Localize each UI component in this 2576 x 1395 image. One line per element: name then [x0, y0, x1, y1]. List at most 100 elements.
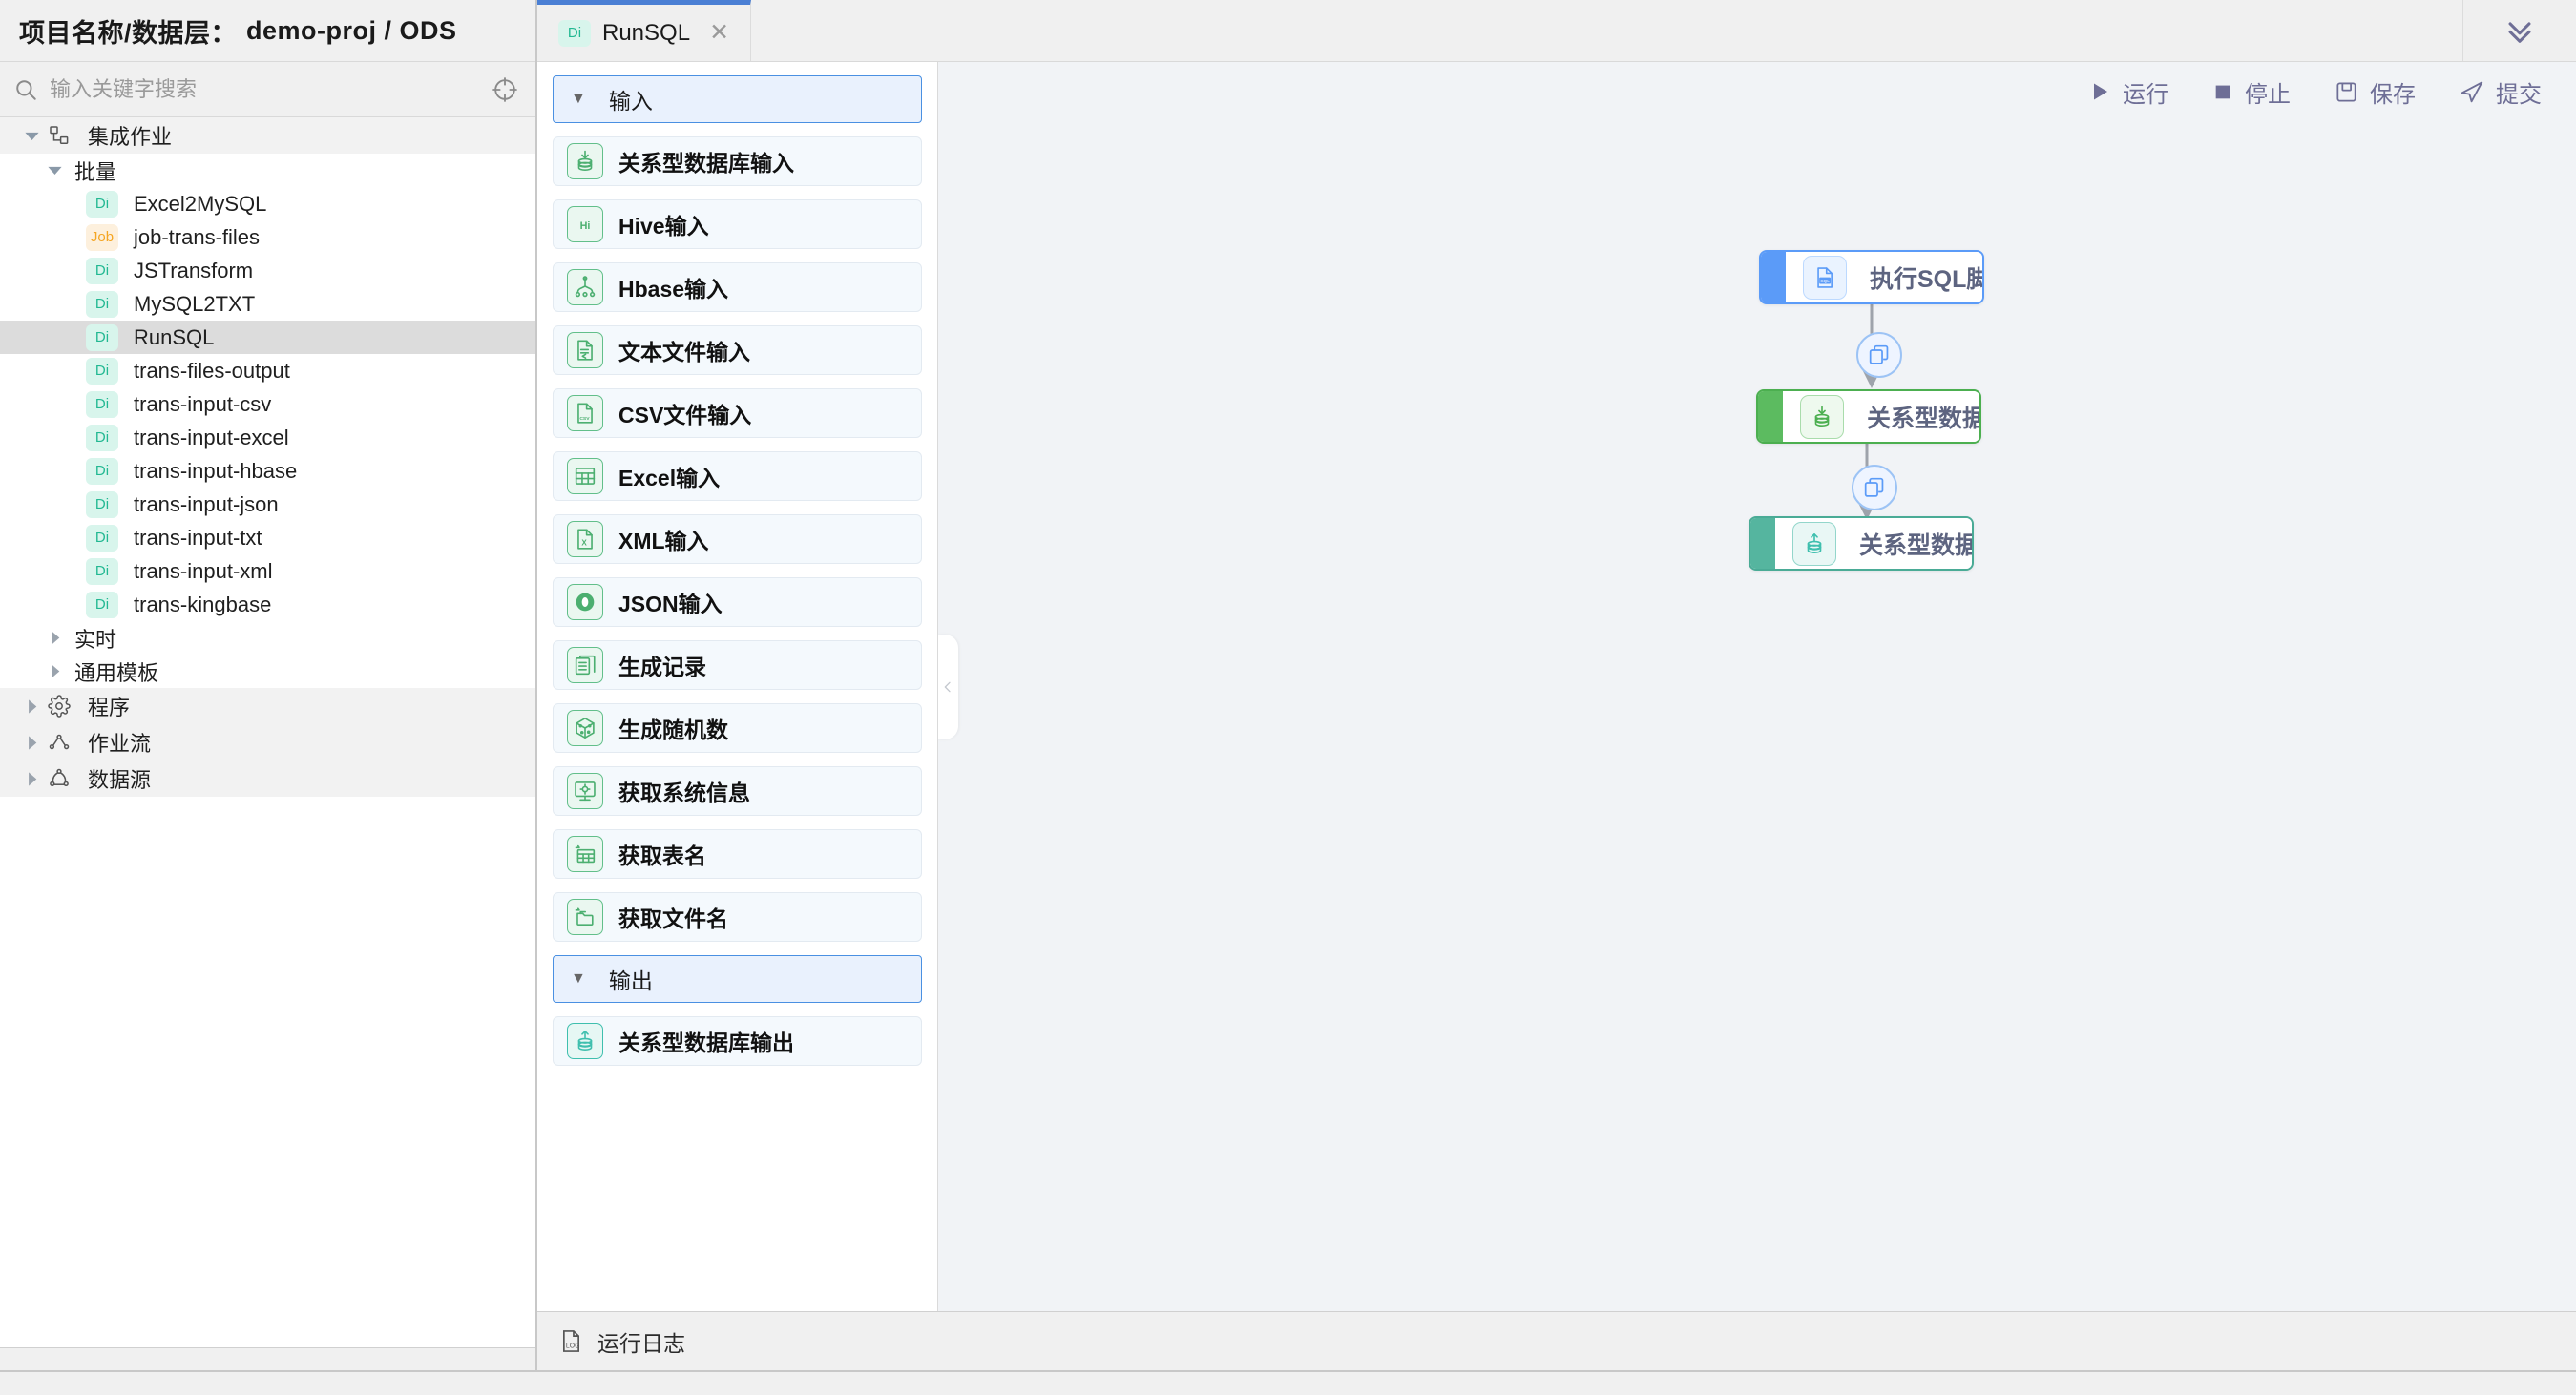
palette-item-csv-file[interactable]: CSV CSV文件输入 — [553, 388, 922, 438]
close-icon[interactable]: ✕ — [709, 19, 730, 46]
sql-script-icon: SQL — [1803, 255, 1847, 300]
crosshair-icon[interactable] — [492, 76, 518, 103]
node-body: SQL执行SQL脚本 — [1786, 252, 1982, 302]
palette-group-input[interactable]: ▼输入 — [553, 75, 922, 123]
save-icon — [2335, 80, 2358, 104]
run-button[interactable]: 运行 — [2088, 75, 2168, 109]
flow-icon — [48, 731, 76, 754]
svg-text:CSV: CSV — [579, 416, 590, 422]
db-input-icon — [567, 143, 603, 179]
palette-item-dice[interactable]: 生成随机数 — [553, 703, 922, 753]
flow-link-badge[interactable] — [1852, 465, 1897, 510]
flow-node-db-output[interactable]: 关系型数据库输出 — [1749, 516, 1974, 571]
chevron-down-icon[interactable] — [44, 162, 65, 178]
palette-collapse-handle[interactable] — [938, 634, 958, 739]
tree-item--[interactable]: 程序 — [0, 688, 535, 724]
flow-node-sql-script[interactable]: SQL执行SQL脚本 — [1759, 250, 1984, 304]
tree-item-label: trans-input-csv — [134, 391, 272, 416]
tree-item-label: JSTransform — [134, 258, 254, 282]
csv-file-icon: CSV — [567, 395, 603, 431]
stop-icon — [2212, 81, 2233, 102]
tree-item--[interactable]: 作业流 — [0, 724, 535, 760]
svg-text:SQL: SQL — [1820, 278, 1830, 283]
palette-item-db-output[interactable]: 关系型数据库输出 — [553, 1016, 922, 1066]
palette-item-system-info[interactable]: 获取系统信息 — [553, 766, 922, 816]
palette-item-text-file-input[interactable]: 文本文件输入 — [553, 325, 922, 375]
save-button-label: 保存 — [2370, 81, 2416, 108]
chevron-down-icon[interactable]: ▼ — [571, 91, 586, 107]
palette-item-generate-record[interactable]: 生成记录 — [553, 640, 922, 690]
tree-item-type-badge: Di — [86, 557, 118, 585]
chevron-right-icon[interactable] — [21, 735, 42, 751]
palette-item-json[interactable]: JSON输入 — [553, 577, 922, 627]
chevron-right-icon[interactable] — [21, 698, 42, 715]
chevron-right-icon[interactable] — [44, 663, 65, 679]
tree-item-label: trans-input-hbase — [134, 458, 298, 483]
palette-group-output[interactable]: ▼ 输出 — [553, 955, 922, 1003]
palette-item-db-input[interactable]: 关系型数据库输入 — [553, 136, 922, 186]
tree-item-label: MySQL2TXT — [134, 291, 256, 316]
chevron-down-icon[interactable]: ▼ — [571, 970, 586, 987]
flow-edges — [1855, 304, 1883, 520]
search-icon — [13, 77, 38, 102]
tree-item--[interactable]: 集成作业 — [0, 117, 535, 154]
tree-item--[interactable]: 实时 — [0, 621, 535, 655]
tree-item-label: 数据源 — [88, 768, 152, 792]
tree-item--[interactable]: 通用模板 — [0, 655, 535, 688]
flow-canvas-area[interactable]: 运行 停止 — [938, 62, 2576, 1311]
double-chevron-down-icon[interactable] — [2462, 0, 2576, 61]
chevron-down-icon[interactable] — [21, 128, 42, 144]
flow-link-badge[interactable] — [1856, 332, 1902, 378]
stop-button[interactable]: 停止 — [2212, 75, 2291, 109]
gear-icon — [48, 695, 76, 718]
tree-item-label: 程序 — [88, 696, 131, 719]
palette-item-label: 获取系统信息 — [618, 781, 750, 805]
copy-hop-icon — [1862, 475, 1887, 500]
chevron-right-icon[interactable] — [44, 630, 65, 646]
text-file-input-icon — [567, 332, 603, 368]
tree-item--[interactable]: 数据源 — [0, 760, 535, 797]
run-log-bar[interactable]: LOG 运行日志 — [537, 1311, 2576, 1370]
tree-item-label: Excel2MySQL — [134, 191, 267, 216]
palette-item-hbase[interactable]: Hbase输入 — [553, 262, 922, 312]
submit-button-label: 提交 — [2496, 81, 2542, 108]
get-file-name-icon — [567, 899, 603, 935]
submit-button[interactable]: 提交 — [2460, 75, 2542, 109]
tree-item--[interactable]: 批量 — [0, 154, 535, 187]
palette-item-get-file-name[interactable]: 获取文件名 — [553, 892, 922, 942]
flow-node-db-input[interactable]: 关系型数据库输入 — [1756, 389, 1981, 444]
palette-item-get-table-name[interactable]: 获取表名 — [553, 829, 922, 879]
tree-item-label: trans-input-excel — [134, 425, 289, 449]
tree-item-label: job-trans-files — [134, 224, 261, 249]
palette-group-label: 输出 — [608, 968, 653, 993]
save-button[interactable]: 保存 — [2335, 75, 2416, 109]
system-info-icon — [567, 773, 603, 809]
sitemap-icon — [48, 124, 76, 147]
sidebar-search-bar[interactable] — [0, 62, 535, 117]
generate-record-icon — [567, 647, 603, 683]
flow-canvas[interactable]: SQL执行SQL脚本关系型数据库输入关系型数据库输出 — [938, 62, 2576, 1311]
tab-runsql[interactable]: Di RunSQL ✕ — [537, 0, 752, 61]
chevron-right-icon[interactable] — [21, 771, 42, 787]
palette-item-excel-grid[interactable]: Excel输入 — [553, 451, 922, 501]
search-input[interactable] — [50, 76, 480, 102]
palette-item-label: CSV文件输入 — [618, 403, 752, 427]
